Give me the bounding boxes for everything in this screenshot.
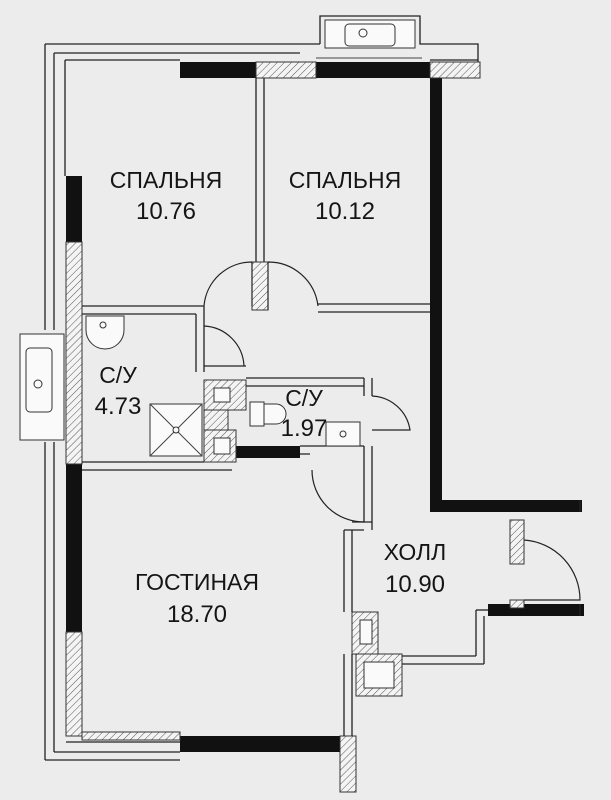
structural-walls: [66, 62, 584, 752]
room-label-bedroom-1: СПАЛЬНЯ 10.76: [110, 167, 222, 225]
room-area: 18.70: [167, 601, 227, 628]
room-label-hall: ХОЛЛ 10.90: [384, 539, 446, 598]
room-area: 10.12: [315, 198, 375, 225]
door-bathroom-2: [371, 395, 411, 431]
door-bedroom-1: [203, 261, 253, 307]
room-label-bathroom-2: С/У 1.97: [281, 385, 328, 442]
room-name: С/У: [285, 385, 323, 411]
door-hall: [311, 469, 365, 523]
room-label-living-room: ГОСТИНАЯ 18.70: [135, 569, 259, 628]
room-name: С/У: [99, 362, 137, 388]
partition-walls: [65, 61, 525, 793]
room-name: ХОЛЛ: [384, 539, 446, 565]
room-area: 10.76: [136, 198, 196, 225]
room-name: ГОСТИНАЯ: [135, 569, 259, 595]
sink-icon: [358, 28, 368, 38]
room-area: 1.97: [281, 415, 328, 442]
room-name: СПАЛЬНЯ: [289, 167, 401, 193]
sink-icon: [33, 379, 43, 389]
outer-walls: [19, 15, 479, 761]
room-area: 10.90: [385, 571, 445, 598]
door-bedroom-2: [267, 261, 319, 310]
door-entrance: [523, 539, 581, 601]
room-area: 4.73: [95, 393, 142, 420]
room-label-bathroom-1: С/У 4.73: [95, 362, 142, 420]
door-bathroom-1: [203, 325, 246, 367]
room-label-bedroom-2: СПАЛЬНЯ 10.12: [289, 167, 401, 225]
toilet-icon: [249, 401, 265, 427]
room-name: СПАЛЬНЯ: [110, 167, 222, 193]
washbasin-icon: [85, 315, 125, 350]
doors: [203, 261, 581, 601]
fixtures: [25, 23, 396, 689]
